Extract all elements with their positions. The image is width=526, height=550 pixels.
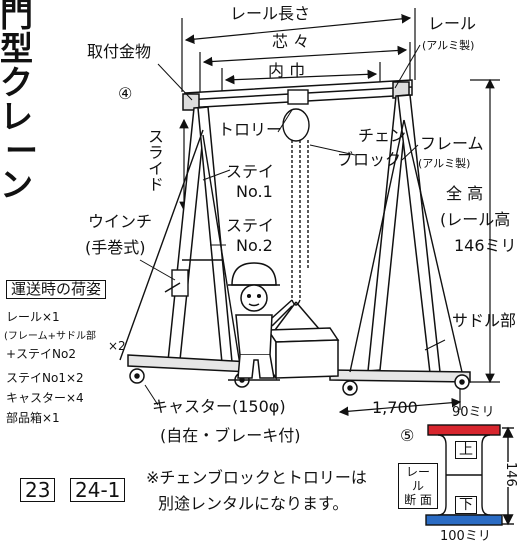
winch-label: ウインチ [88, 212, 153, 231]
rail-material-label: (アルミ製) [422, 39, 475, 52]
page-ref-23: 23 [20, 478, 56, 502]
top-flange [427, 424, 501, 436]
callout-4: ④ [118, 84, 133, 103]
callout-5: ⑤ [400, 426, 415, 445]
caster-note-label: (自在・ブレーキ付) [160, 426, 301, 445]
center-label: 芯 々 [272, 32, 310, 51]
worker-figure [228, 262, 293, 381]
transport-item: (フレーム+サドル部 [4, 331, 96, 342]
title-char: レ [0, 97, 33, 136]
transport-item: キャスター×4 [6, 391, 84, 405]
upper-mark: 上 [455, 441, 477, 459]
inner-width-label: 内 巾 [268, 61, 306, 80]
rental-note-line1: ※チェンブロックとトロリーは [146, 468, 367, 487]
total-height-label: 全 高 [446, 184, 484, 203]
stay-no2-number: No.2 [236, 236, 273, 255]
lower-mark: 下 [455, 496, 477, 514]
title-char: 型 [0, 29, 33, 68]
rail-height-value: 146ミリ [454, 236, 517, 255]
transport-item: +ステイNo2 [6, 347, 77, 361]
bottom-flange [425, 514, 503, 526]
frame-material-label: (アルミ製) [418, 157, 471, 170]
rental-note-line2: 別途レンタルになります。 [158, 494, 349, 513]
slide-label: スライド [145, 128, 164, 192]
transport-multiplier: ×2 [108, 339, 126, 353]
title-char: ン [0, 165, 33, 204]
winch [164, 269, 189, 297]
transport-item: 部品箱×1 [6, 411, 60, 425]
stay-no1-number: No.1 [236, 182, 273, 201]
rail-cross-section [425, 424, 514, 526]
page-ref-24-1: 24-1 [70, 478, 126, 502]
bottom-width-label: 100ミリ [440, 529, 491, 544]
transport-heading: 運送時の荷姿 [6, 280, 107, 299]
right-frame [329, 94, 471, 383]
leader-lines [139, 44, 446, 406]
title-char: 門 [0, 0, 33, 34]
transport-item: レール×1 [6, 310, 60, 324]
trolley-chain-block [282, 89, 310, 306]
rail-section-label: レール断 面 [398, 463, 438, 509]
base-width-label: 1,700 [372, 398, 418, 417]
rail-label: レール [428, 14, 477, 33]
rail-height-label: (レール高 [440, 210, 511, 229]
total-height-dimension [470, 78, 500, 384]
saddle-label: サドル部 [452, 311, 517, 330]
caster-label: キャスター(150φ) [152, 397, 286, 416]
mounting-hardware-label: 取付金物 [87, 42, 152, 61]
title-char: ー [5, 131, 38, 170]
top-width-label: 90ミリ [452, 405, 495, 420]
rail-length-dimension [181, 8, 416, 92]
right-stays [349, 119, 463, 373]
winch-type-label: (手巻式) [85, 238, 146, 257]
trolley-label: トロリー [218, 120, 283, 139]
center-dimension [199, 42, 411, 92]
stay-no1-label: ステイ [226, 162, 275, 181]
rail-length-label: レール長さ [230, 4, 311, 23]
title-char: ク [0, 63, 33, 102]
stay-no2-label: ステイ [226, 216, 275, 235]
frame-label: フレーム [420, 134, 484, 153]
section-height-label: 146 [503, 462, 518, 487]
transport-item: ステイNo1×2 [6, 371, 84, 385]
load-crate [266, 301, 340, 381]
left-stays [119, 129, 241, 366]
chain-block-label-2: ブロック [337, 150, 402, 169]
chain-block-label-1: チェン [358, 126, 407, 145]
